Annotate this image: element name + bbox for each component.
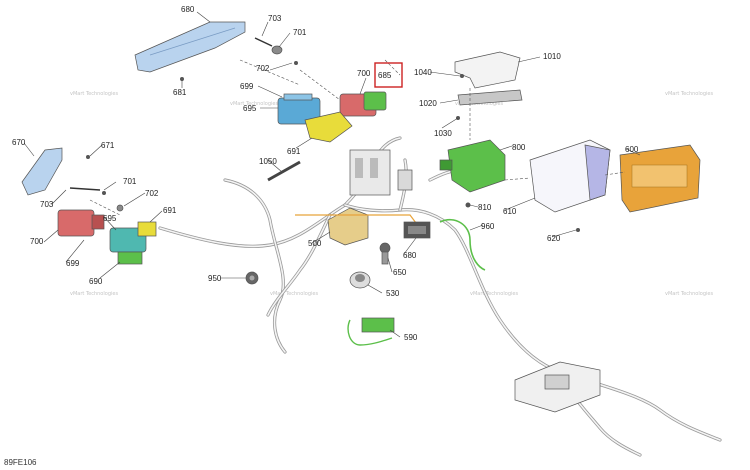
callout-530: 530 <box>386 289 400 298</box>
callout-960: 960 <box>481 222 495 231</box>
watermark-6: vMart Technologies <box>270 291 318 297</box>
part-590-connector <box>347 317 395 346</box>
part-691-yellow-module-left <box>137 221 157 237</box>
callout-703-left: 703 <box>40 200 54 209</box>
part-810-screw <box>465 202 471 208</box>
callout-700: 700 <box>357 69 371 78</box>
part-671-screw <box>86 155 90 159</box>
callout-703: 703 <box>268 14 282 23</box>
callout-500: 500 <box>308 239 322 248</box>
part-950-sensor <box>245 271 259 285</box>
part-700-red-module-left <box>57 209 105 237</box>
part-695-blue-module <box>277 93 321 125</box>
part-620-screw <box>576 228 580 232</box>
callout-685: 685 <box>378 71 392 80</box>
callout-610: 610 <box>503 207 517 216</box>
part-610-cover <box>529 139 611 213</box>
watermark-5: vMart Technologies <box>70 291 118 297</box>
hardware-left <box>69 187 124 212</box>
central-bracket <box>349 149 413 196</box>
callout-labels: 680 703 701 702 681 699 695 700 685 691 … <box>12 5 639 342</box>
watermark-8: vMart Technologies <box>665 291 713 297</box>
callout-671: 671 <box>101 141 115 150</box>
part-670-bracket <box>21 147 63 196</box>
callout-699-left: 699 <box>66 259 80 268</box>
highlight-box-685 <box>374 62 403 88</box>
part-685-green-module <box>363 91 387 111</box>
callout-670: 670 <box>12 138 26 147</box>
part-500-tan-motor <box>327 207 369 246</box>
callout-695: 695 <box>243 104 257 113</box>
watermarks: vMart Technologies vMart Technologies vM… <box>70 91 713 297</box>
figure-id: 89FE106 <box>4 458 37 467</box>
part-691-yellow-module <box>304 111 353 143</box>
callout-680: 680 <box>181 5 195 14</box>
watermark-7: vMart Technologies <box>470 291 518 297</box>
watermark-4: vMart Technologies <box>665 91 713 97</box>
watermark-1: vMart Technologies <box>70 91 118 97</box>
callout-620: 620 <box>547 234 561 243</box>
callout-650: 650 <box>393 268 407 277</box>
callout-680-lower: 680 <box>403 251 417 260</box>
callout-950: 950 <box>208 274 222 283</box>
watermark-3: vMart Technologies <box>455 101 503 107</box>
callout-699: 699 <box>240 82 254 91</box>
part-600-orange-cluster <box>619 144 701 213</box>
dashed-guides <box>89 59 626 216</box>
part-1010-bracket <box>454 51 523 120</box>
hardware-top <box>180 37 298 81</box>
callout-691-left: 691 <box>163 206 177 215</box>
callout-702: 702 <box>256 64 270 73</box>
callout-1020: 1020 <box>419 99 437 108</box>
callout-1050: 1050 <box>259 157 277 166</box>
part-690-green-module-left <box>117 251 143 265</box>
callout-600: 600 <box>625 145 639 154</box>
part-800-green-ecu <box>439 139 506 193</box>
part-960-harness <box>439 218 486 271</box>
lower-harness-bracket <box>514 361 601 413</box>
callout-690: 690 <box>89 277 103 286</box>
callout-701-left: 701 <box>123 177 137 186</box>
callout-590: 590 <box>404 333 418 342</box>
callout-702-left: 702 <box>145 189 159 198</box>
callout-800: 800 <box>512 143 526 152</box>
callout-701: 701 <box>293 28 307 37</box>
callout-810: 810 <box>478 203 492 212</box>
callout-1030: 1030 <box>434 129 452 138</box>
callout-695-left: 695 <box>103 214 117 223</box>
leader-lines <box>23 11 641 338</box>
part-650-sensor <box>379 242 391 265</box>
callout-1010: 1010 <box>543 52 561 61</box>
part-1050-bar <box>267 160 301 182</box>
callout-691: 691 <box>287 147 301 156</box>
watermark-2: vMart Technologies <box>230 101 278 107</box>
part-530-sensor <box>349 271 371 289</box>
callout-681: 681 <box>173 88 187 97</box>
callout-1040: 1040 <box>414 68 432 77</box>
part-680-bracket <box>134 21 246 73</box>
callout-700-left: 700 <box>30 237 44 246</box>
part-680-connector <box>403 221 431 239</box>
